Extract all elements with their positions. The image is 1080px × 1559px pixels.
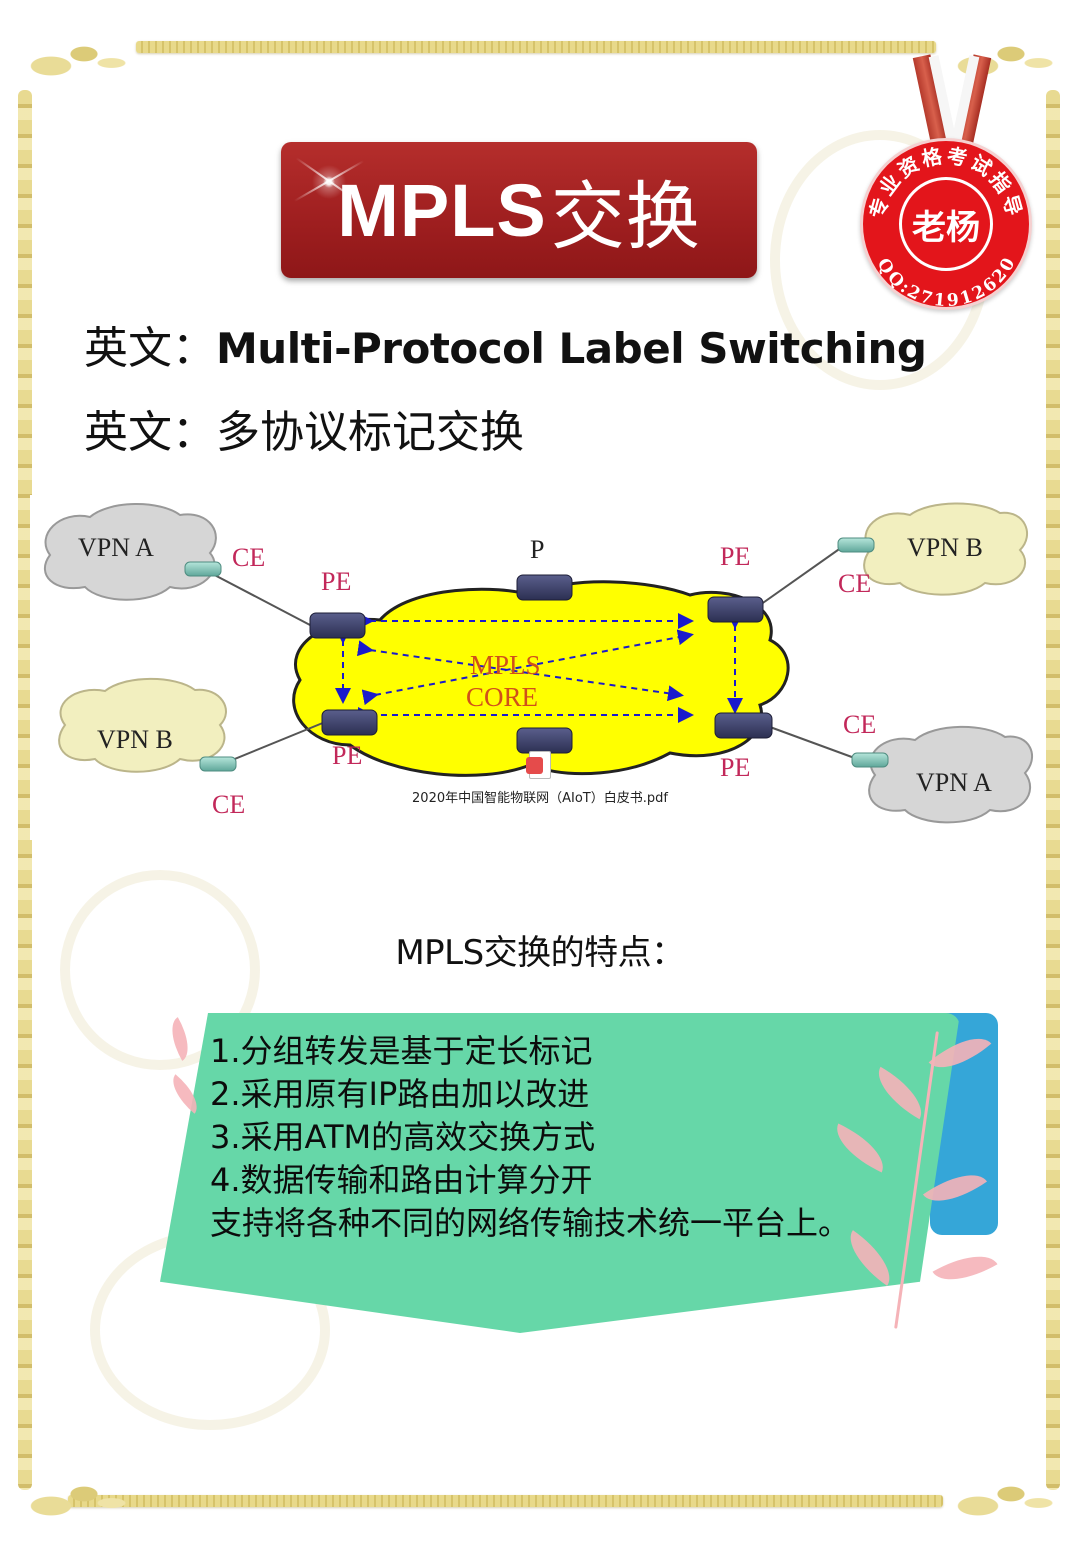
title-latin: MPLS — [337, 168, 547, 252]
pe-label: PE — [321, 567, 352, 596]
features-card — [160, 1013, 960, 1333]
feature-item: 3.采用ATM的高效交换方式 — [210, 1118, 596, 1156]
sparkle-icon — [299, 152, 359, 212]
router-pe-top-right — [707, 596, 764, 623]
core-label-mpls: MPLS — [470, 650, 541, 680]
background-ornament — [60, 870, 260, 1070]
feature-item: 2.采用原有IP路由加以改进 — [210, 1075, 590, 1113]
router-pe-bottom-right — [714, 712, 773, 739]
core-label-core: CORE — [466, 682, 539, 712]
chinese-name-label: 英文： — [84, 407, 216, 458]
author-medal: 专业资格考试指导 QQ:271912620 老杨 — [860, 138, 1032, 310]
english-name-label: 英文： — [84, 323, 216, 374]
mpls-network-diagram: VPN A CE PE P PE VPN B CE MPLS CORE VPN … — [30, 495, 1040, 840]
ce-label: CE — [838, 569, 872, 598]
leaf-decoration — [932, 1241, 998, 1295]
title-chinese: 交换 — [550, 173, 701, 260]
pdf-filename: 2020年中国智能物联网（AIoT）白皮书.pdf — [412, 791, 668, 806]
router-pe-bottom-left — [321, 709, 378, 736]
chinese-name-line: 英文：多协议标记交换 — [84, 396, 524, 460]
router-p — [516, 574, 573, 601]
feature-item: 1.分组转发是基于定长标记 — [210, 1032, 593, 1070]
gold-frame-left — [18, 90, 32, 1490]
p-label: P — [530, 535, 545, 564]
pe-label: PE — [720, 542, 751, 571]
gold-frame-right — [1046, 90, 1060, 1490]
feature-item: 支持将各种不同的网络传输技术统一平台上。 — [210, 1204, 851, 1242]
ce-label: CE — [232, 543, 266, 572]
english-name-value: Multi-Protocol Label Switching — [216, 324, 927, 373]
router-pe-top-left — [309, 612, 366, 639]
diagram-graphics — [44, 502, 1034, 824]
gold-frame-top — [136, 41, 936, 53]
gold-corner-ornament — [18, 30, 128, 90]
english-name-line: 英文：Multi-Protocol Label Switching — [84, 312, 927, 376]
ce-label: CE — [212, 790, 246, 819]
vpn-b-label: VPN B — [97, 725, 173, 754]
gold-corner-ornament — [18, 1470, 128, 1530]
pe-label: PE — [720, 753, 751, 782]
vpn-a-cloud-top-left — [44, 503, 217, 601]
router-p-bottom — [516, 727, 573, 754]
gold-corner-ornament — [945, 1470, 1055, 1530]
vpn-a-label: VPN A — [78, 533, 154, 562]
pe-label: PE — [332, 741, 363, 770]
pdf-file-icon — [526, 751, 551, 779]
features-list: 1.分组转发是基于定长标记 2.采用原有IP路由加以改进 3.采用ATM的高效交… — [210, 1030, 970, 1245]
vpn-b-cloud-bottom-left — [58, 677, 227, 773]
gold-frame-bottom — [68, 1495, 943, 1507]
vpn-a-label: VPN A — [916, 768, 992, 797]
ce-label: CE — [843, 710, 877, 739]
features-heading: MPLS交换的特点： — [395, 933, 685, 973]
gold-corner-ornament — [945, 30, 1055, 90]
vpn-a-cloud-bottom-right — [868, 725, 1034, 824]
pdf-attachment[interactable]: 2020年中国智能物联网（AIoT）白皮书.pdf — [380, 751, 700, 811]
chinese-name-value: 多协议标记交换 — [216, 407, 524, 458]
vpn-b-cloud-top-right — [863, 502, 1029, 596]
medal-center: 老杨 — [899, 177, 993, 271]
feature-item: 4.数据传输和路由计算分开 — [210, 1161, 593, 1199]
medal-center-text: 老杨 — [912, 207, 980, 248]
vpn-b-label: VPN B — [907, 533, 983, 562]
